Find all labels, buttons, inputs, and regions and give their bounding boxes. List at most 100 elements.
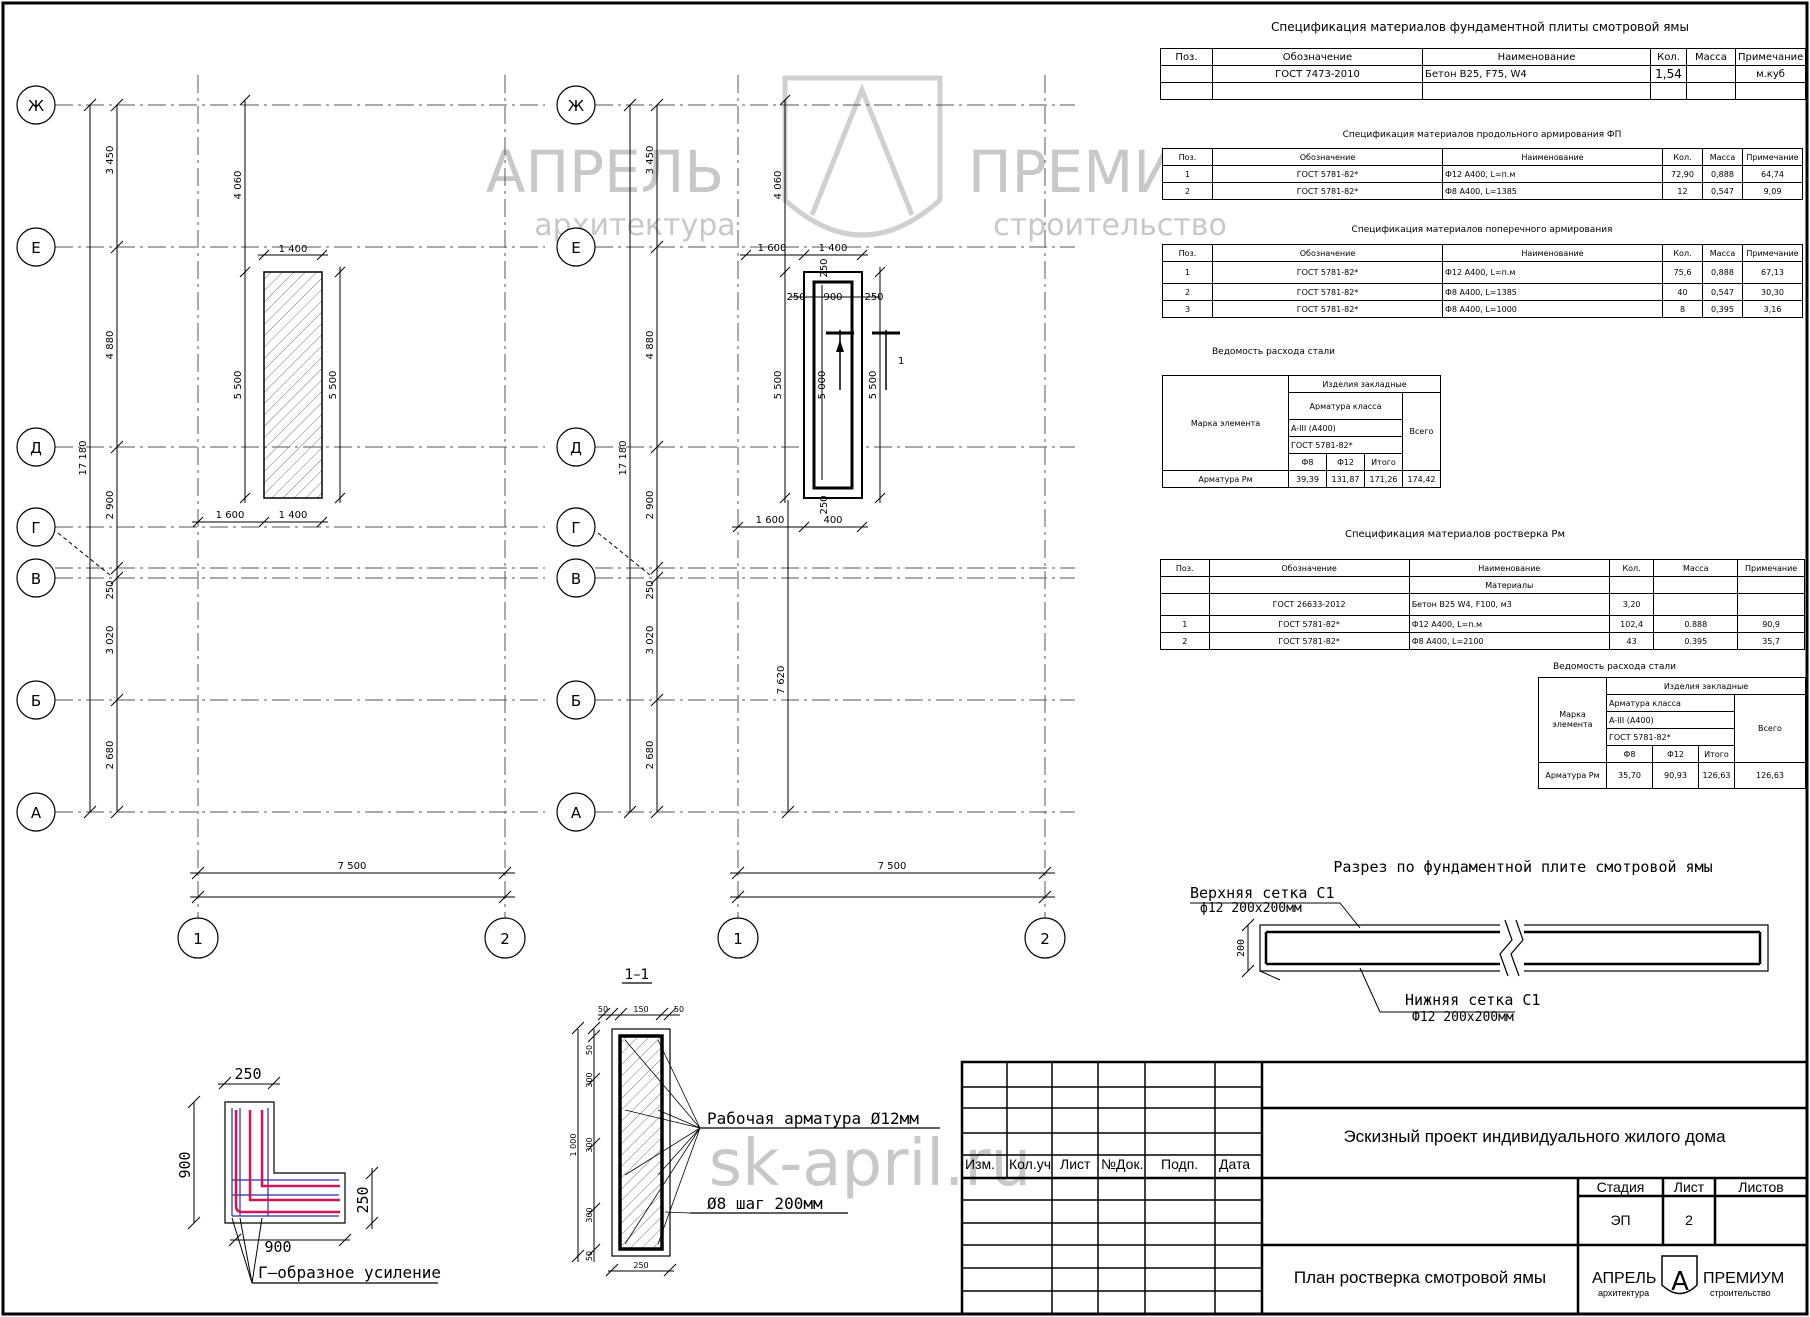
table-cell [1737, 593, 1805, 616]
corner-dim-250-right: 250 [354, 1186, 372, 1213]
top-mesh-label: Верхняя сетка С1 [1190, 884, 1335, 902]
label-stirrup: Ø8 шаг 200мм [707, 1194, 823, 1213]
dim-7500-2: 7 500 [878, 861, 907, 872]
watermark-shield-icon [782, 75, 943, 238]
sec-dim-300c: 300 [585, 1207, 594, 1222]
table-cell: 90,9 [1737, 615, 1805, 633]
table-cell: 12 [1662, 182, 1703, 200]
table-cell [1160, 82, 1213, 100]
logo: А [1661, 1255, 1698, 1297]
axis-label-v-2: В [571, 570, 581, 588]
spec1-h-note: Примечание [1735, 48, 1806, 66]
table-cell: Всего [1402, 392, 1441, 471]
table-cell: 0,395 [1702, 300, 1743, 318]
table-cell: Примечание [1742, 148, 1803, 166]
table-cell: 126,63 [1698, 762, 1735, 789]
table-cell: 9,09 [1742, 182, 1803, 200]
tb-col-date: Дата [1219, 1156, 1251, 1172]
label-working-rebar: Рабочая арматура Ø12мм [707, 1109, 919, 1128]
table-cell: ГОСТ 5781-82* [1208, 632, 1410, 650]
table-cell: Бетон B25, F75, W4 [1422, 65, 1651, 83]
table-cell: Арматура класса [1606, 694, 1735, 712]
axis-label-2-2: 2 [1040, 930, 1050, 948]
dim-1400-mid: 1 400 [819, 243, 848, 254]
axis-label-b-2: Б [571, 692, 581, 710]
table-cell: Примечание [1742, 244, 1803, 262]
table-cell: Обозначение [1208, 559, 1410, 577]
table-cell: Ф12 А400, L=п.м [1442, 165, 1663, 183]
axis-label-zh-2: Ж [568, 97, 584, 115]
table-cell: Всего [1734, 694, 1806, 763]
table-cell: Примечание [1737, 559, 1805, 577]
axis-label-e: Е [31, 239, 40, 257]
table-cell: ГОСТ 5781-82* [1212, 182, 1443, 200]
table-cell: ГОСТ 5781-82* [1212, 261, 1443, 284]
dim-2900-2: 2 900 [645, 491, 656, 520]
table-cell: 72,90 [1662, 165, 1703, 183]
table-cell: Изделия закладные [1288, 375, 1441, 393]
watermark-url: sk-april.ru [709, 1127, 1031, 1201]
axis-label-g-2: Г [571, 519, 580, 537]
dim-7500: 7 500 [338, 861, 367, 872]
table-row: Поз. Обозначение Наименование Кол. Масса… [1160, 48, 1806, 66]
table-cell: 3 [1162, 300, 1213, 318]
table-cell: 40 [1662, 283, 1703, 301]
table-row: Марка элемента Изделия закладные [1538, 677, 1806, 763]
spec1-h-desig: Обозначение [1212, 48, 1423, 66]
table-cell: 35,7 [1737, 632, 1805, 650]
axis-label-g: Г [31, 519, 40, 537]
table-cell: 2 [1160, 632, 1210, 650]
dim-250: 250 [105, 580, 116, 599]
table-cell: Ф8 [1288, 453, 1327, 471]
table-cell [1160, 576, 1210, 594]
dim-17180-2: 17 180 [618, 441, 629, 476]
axis-label-1-2: 1 [733, 930, 743, 948]
spec1-h-name: Наименование [1422, 48, 1651, 66]
table-cell [1735, 82, 1806, 100]
dim-400-mid: 400 [823, 515, 842, 526]
table-cell: ГОСТ 26633-2012 [1208, 593, 1410, 616]
watermark: АПРЕЛЬ архитектура ПРЕМИУМ строительство… [486, 75, 1262, 1201]
table-cell: Ф8 А400, L=2100 [1408, 632, 1610, 650]
table-cell: Наименование [1442, 244, 1663, 262]
table-cell: Ф12 [1326, 453, 1365, 471]
tb-col-podp: Подп. [1161, 1156, 1199, 1172]
table-cell: ГОСТ 5781-82* [1208, 615, 1410, 633]
slab-section: Разрез по фундаментной плите смотровой я… [1190, 858, 1769, 1025]
table-cell [1160, 65, 1213, 83]
table-cell [1208, 576, 1410, 594]
table-cell: ГОСТ 5781-82* [1212, 300, 1443, 318]
corner-label: Г–образное усиление [258, 1263, 441, 1282]
spec1-h-pos: Поз. [1160, 48, 1213, 66]
dim-5500-mid-a: 5 500 [773, 371, 784, 400]
table-cell: 67,13 [1742, 261, 1803, 284]
table-cell: Поз. [1160, 559, 1210, 577]
tb-stage: ЭП [1610, 1212, 1631, 1228]
dim-1600-left: 1 600 [216, 510, 245, 521]
table-cell [1650, 82, 1687, 100]
table-cell: Арматура Рм [1538, 762, 1607, 789]
table-cell: ГОСТ 5781-82* [1212, 283, 1443, 301]
steel2-title: Ведомость расхода стали [1553, 662, 1677, 672]
logo-left-text: АПРЕЛЬ [1592, 1270, 1657, 1287]
sec-dim-1000: 1 000 [569, 1134, 578, 1157]
logo-right-text: ПРЕМИУМ [1703, 1270, 1785, 1287]
watermark-a-icon [809, 83, 915, 216]
table-cell: 0.395 [1653, 632, 1739, 650]
axis-label-1: 1 [193, 930, 203, 948]
table-cell: Арматура Рм [1162, 470, 1289, 488]
dim-4060-left: 4 060 [233, 171, 244, 200]
table-cell: ГОСТ 5781-82* [1212, 165, 1443, 183]
spec3-title: Спецификация материалов поперечного арми… [1351, 225, 1613, 235]
corner-dim-900-left: 900 [176, 1151, 194, 1178]
steel1-title: Ведомость расхода стали [1212, 347, 1336, 357]
sec-dim-50a: 50 [598, 1005, 608, 1014]
table-cell: ГОСТ 5781-82* [1288, 436, 1403, 454]
table-cell: 39,39 [1288, 470, 1327, 488]
table-cell: Марка элемента [1538, 677, 1607, 763]
